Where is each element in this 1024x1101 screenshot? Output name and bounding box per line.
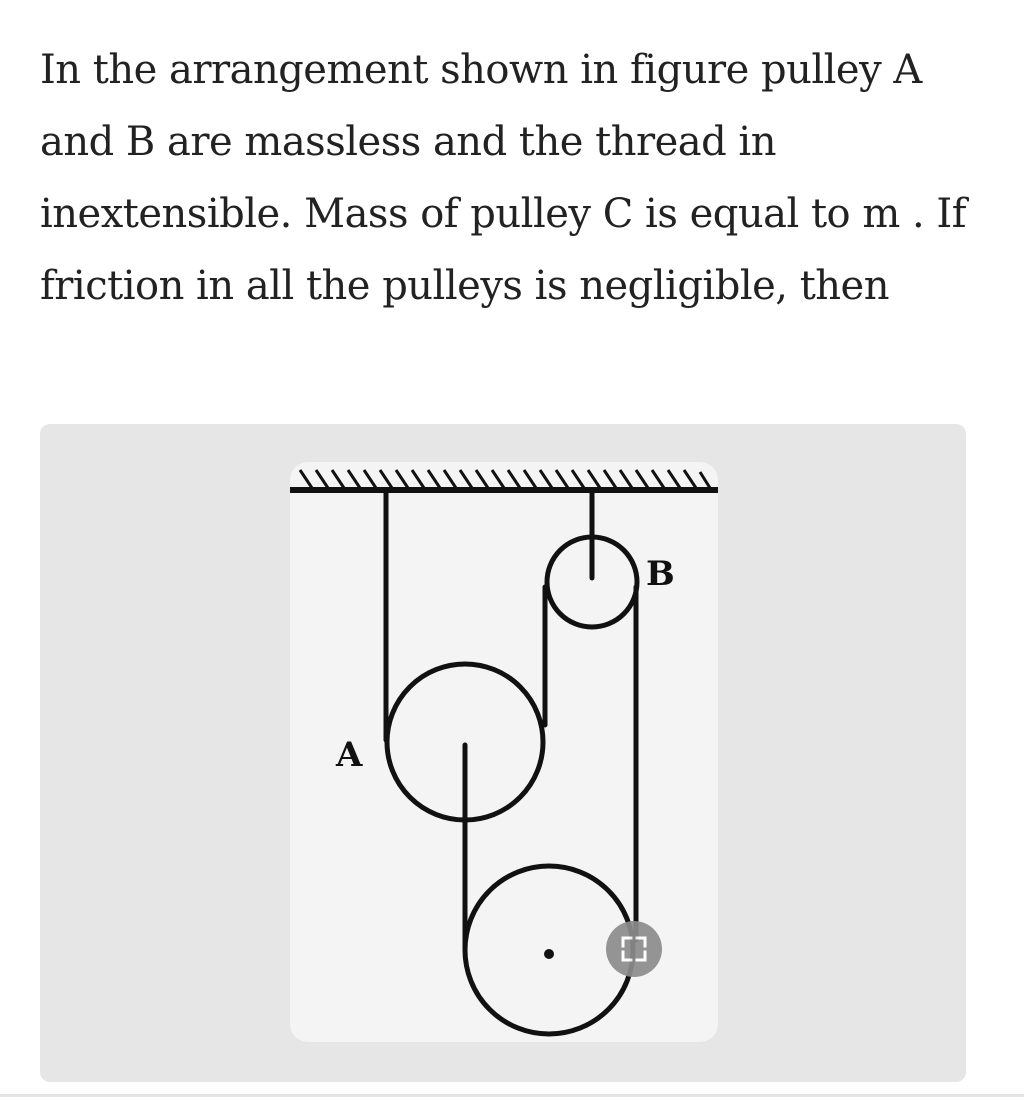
question-text: In the arrangement shown in figure pulle… <box>40 47 967 309</box>
figure-card <box>40 424 966 1082</box>
expand-button[interactable] <box>606 921 662 977</box>
divider <box>0 1094 1024 1097</box>
expand-icon <box>621 936 647 962</box>
